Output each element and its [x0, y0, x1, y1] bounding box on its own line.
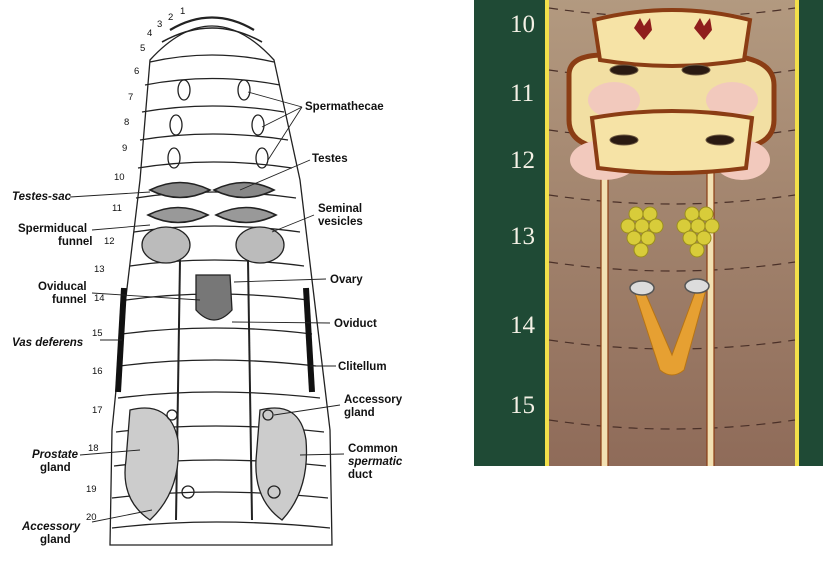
testes-sacs: [148, 183, 276, 223]
segment-number: 10: [510, 11, 535, 38]
label-accessory-gland-right-1: Accessory: [344, 394, 403, 406]
label-spermiducal-funnel-2: funnel: [58, 236, 93, 248]
label-oviducal-funnel-1: Oviducal: [38, 281, 87, 293]
label-spermiducal-funnel-1: Spermiducal: [18, 223, 87, 235]
segment-number: 3: [157, 19, 162, 30]
segment-number: 2: [168, 12, 173, 23]
segment-number: 12: [104, 236, 115, 247]
label-prostate-gland-2: gland: [40, 462, 71, 474]
label-seminal-vesicles-2: vesicles: [318, 216, 363, 228]
label-common-spermatic-duct-1: Common: [348, 443, 398, 455]
segment-number: 5: [140, 43, 145, 54]
segment-number: 16: [92, 366, 103, 377]
vas-deferens-right: [248, 260, 252, 520]
label-oviducal-funnel-2: funnel: [52, 294, 87, 306]
segment-number: 14: [510, 312, 536, 339]
label-ovary: Ovary: [330, 274, 363, 286]
seminal-vesicles: [142, 227, 284, 263]
label-accessory-gland-right-2: gland: [344, 407, 375, 419]
segment-number: 20: [86, 512, 97, 523]
label-spermathecae: Spermathecae: [305, 101, 384, 113]
label-common-spermatic-duct-2: spermatic: [348, 456, 403, 468]
prostate-glands: [125, 408, 307, 520]
segment-number: 17: [92, 405, 103, 416]
label-seminal-vesicles-1: Seminal: [318, 203, 362, 215]
diagram-labels: Spermathecae Testes Testes-sac Spermiduc…: [12, 101, 403, 546]
earthworm-reproductive-system-diagram: 1 2 3 4 5 6 7 8 9 10 11 12 13 14 15 16 1…: [0, 0, 460, 563]
label-oviduct: Oviduct: [334, 318, 377, 330]
segment-number: 13: [510, 223, 535, 250]
segment-number: 11: [510, 80, 534, 107]
label-accessory-gland-left-2: gland: [40, 534, 71, 546]
label-vas-deferens: Vas deferens: [12, 337, 83, 349]
segment-number: 18: [88, 443, 99, 454]
label-common-spermatic-duct-3: duct: [348, 469, 372, 481]
earthworm-color-diagram: 10 11 12 13 14 15: [474, 0, 823, 466]
segment-number: 15: [510, 392, 535, 419]
segment-number: 19: [86, 484, 97, 495]
segment-number: 8: [124, 117, 129, 128]
segment-number: 10: [114, 172, 125, 183]
segment-number: 12: [510, 147, 535, 174]
segment-number: 6: [134, 66, 139, 77]
segment-number: 14: [94, 293, 105, 304]
label-accessory-gland-left-1: Accessory: [21, 521, 81, 533]
label-clitellum: Clitellum: [338, 361, 387, 373]
segment-number: 13: [94, 264, 105, 275]
ovary: [196, 275, 232, 320]
segment-number: 11: [112, 203, 122, 214]
segment-number: 4: [147, 28, 152, 39]
label-testes: Testes: [312, 153, 348, 165]
segment-number: 9: [122, 143, 127, 154]
clitellum-right: [306, 288, 312, 392]
segment-number: 1: [180, 6, 185, 17]
label-prostate-gland-1: Prostate: [32, 449, 79, 461]
segment-number: 7: [128, 92, 133, 103]
testes-sac: [594, 10, 750, 66]
label-testes-sac: Testes-sac: [12, 191, 72, 203]
segment-number: 15: [92, 328, 103, 339]
